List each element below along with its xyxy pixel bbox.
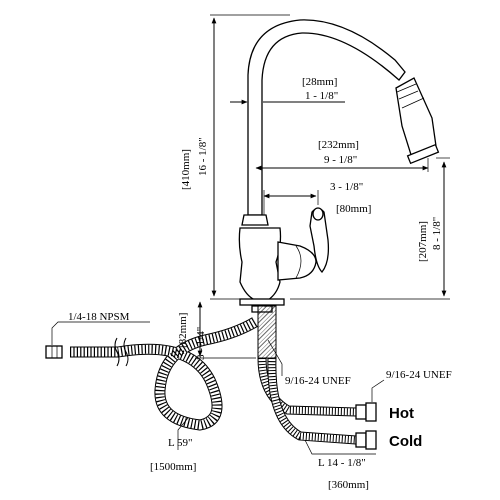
dim-handle-offset [263, 190, 319, 215]
height-total-metric: [410mm] [180, 149, 192, 190]
supply-length-metric: [360mm] [328, 479, 369, 491]
dim-spout-diameter [230, 90, 345, 110]
spout-height-imperial: 8 - 1/8" [431, 217, 443, 250]
dim-overall-height [210, 14, 290, 300]
supply-length-imperial: L 14 - 1/8" [318, 457, 366, 469]
spout-dia-imperial: 1 - 1/8" [305, 90, 338, 102]
hose-length-imperial: L 59" [168, 437, 193, 449]
cold-label: Cold [389, 433, 422, 450]
dim-reach [255, 158, 429, 172]
pulldown-hose [45, 317, 258, 431]
handle-offset-imperial: 3 - 1/8" [330, 181, 363, 193]
dim-shank-length [195, 301, 256, 359]
supply-thread-label: 9/16-24 UNEF [386, 369, 452, 381]
handle-offset-metric: [80mm] [336, 203, 371, 215]
hose-thread-label: 1/4-18 NPSM [68, 311, 130, 323]
height-total-imperial: 16 - 1/8" [197, 137, 209, 176]
supply-line-cold [267, 357, 377, 450]
spout-height-metric: [207mm] [417, 221, 429, 262]
spout-dia-metric: [28mm] [302, 76, 337, 88]
hose-length-metric: [1500mm] [150, 461, 196, 473]
faucet-shank [257, 305, 277, 359]
leader-lines [51, 321, 385, 455]
shank-thread-label: 9/16-24 UNEF [285, 375, 351, 387]
hot-label: Hot [389, 405, 414, 422]
reach-metric: [232mm] [318, 139, 359, 151]
reach-imperial: 9 - 1/8" [324, 154, 357, 166]
shank-length-metric: [82mm] [177, 313, 189, 348]
dim-spout-height [290, 157, 450, 300]
shank-length-imperial: 3 - 1/4" [195, 327, 207, 360]
